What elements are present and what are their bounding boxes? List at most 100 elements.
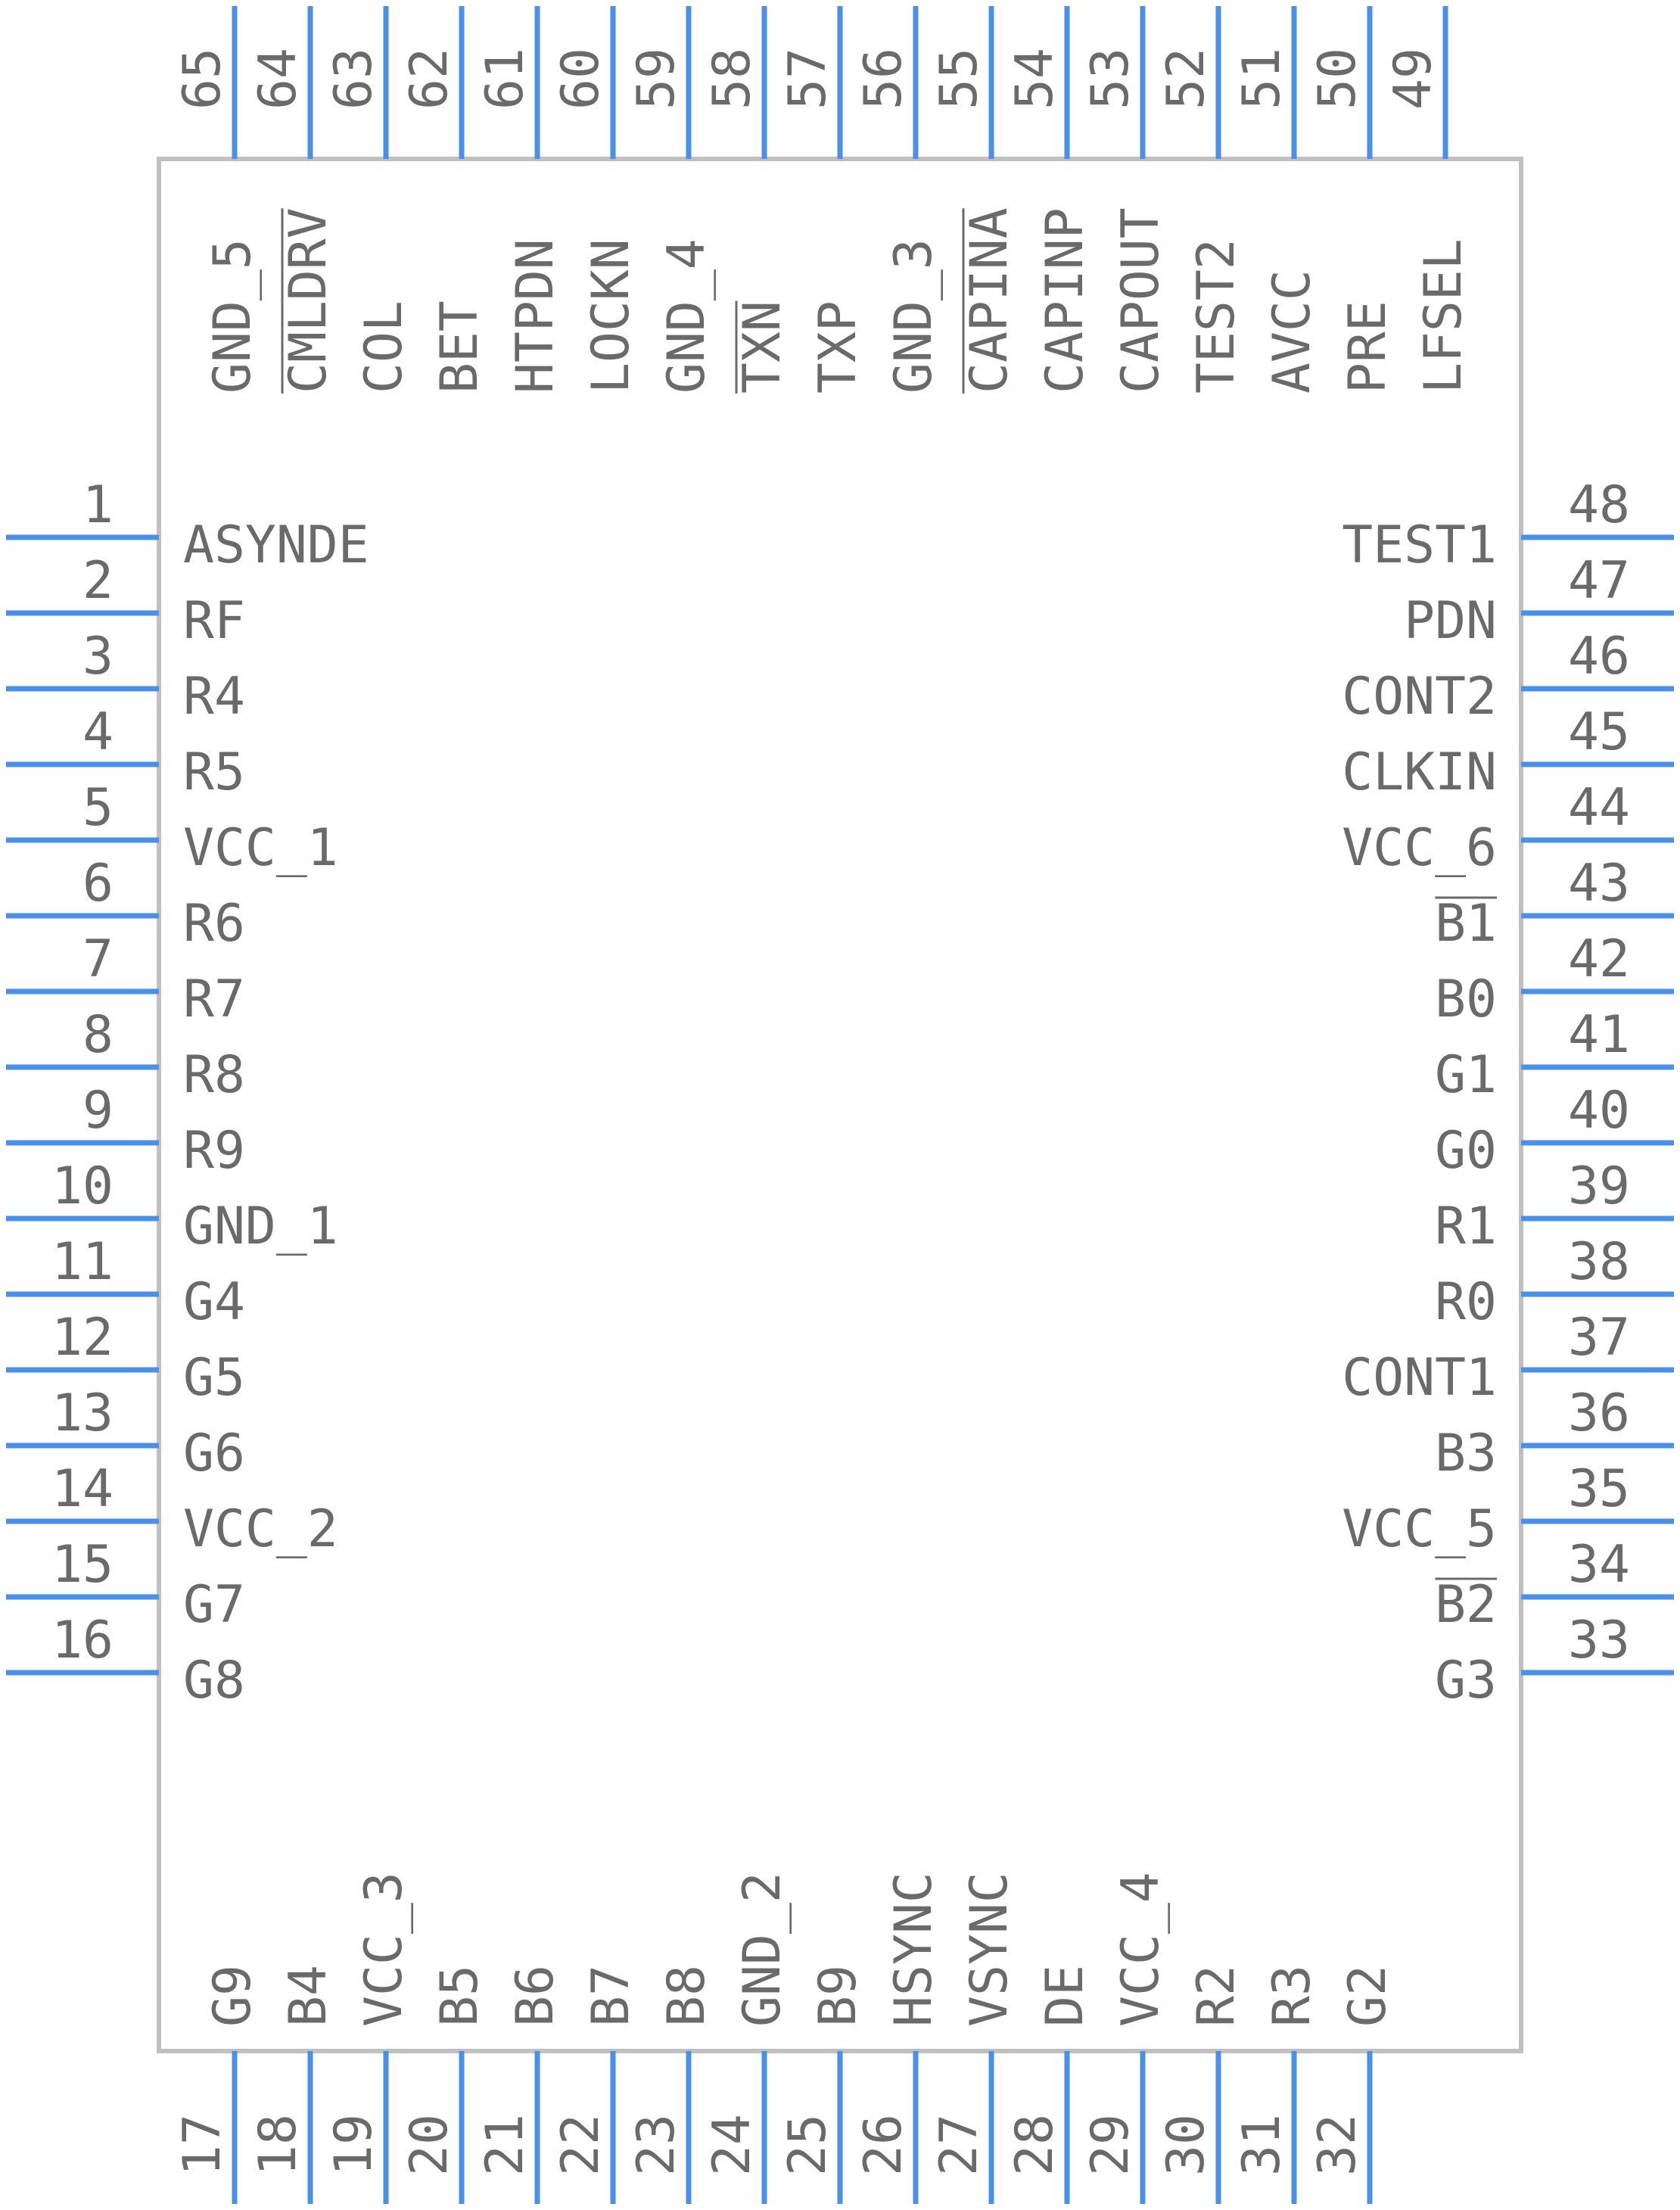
pin-number: 57 — [778, 48, 838, 110]
pin-name: CAPINA — [960, 207, 1019, 394]
pin-9: 9R9 — [6, 1081, 245, 1181]
pin-name: B7 — [581, 1965, 641, 2027]
pin-number: 3 — [82, 627, 114, 686]
pin-number: 34 — [1568, 1535, 1630, 1595]
pin-name: VCC_1 — [183, 818, 338, 878]
pin-19: 19 VCC_3 — [324, 1872, 414, 2204]
pin-name: AVCC — [1262, 269, 1322, 394]
pin-number: 8 — [82, 1005, 114, 1065]
pin-number: 27 — [929, 2114, 989, 2176]
pin-number: 64 — [248, 48, 308, 110]
pin-name: BET — [430, 300, 490, 394]
pin-name: CAPOUT — [1111, 207, 1171, 394]
pin-number: 51 — [1232, 48, 1292, 110]
pin-name: VCC_3 — [354, 1872, 414, 2027]
pin-4: 4R5 — [6, 702, 245, 802]
pin-number: 52 — [1156, 48, 1216, 110]
pin-number: 47 — [1568, 551, 1630, 611]
pin-number: 62 — [400, 48, 459, 110]
pin-number: 39 — [1568, 1156, 1630, 1216]
pin-name: TEST1 — [1342, 515, 1497, 575]
pin-name: TEST2 — [1187, 238, 1246, 394]
pin-name: R9 — [183, 1121, 245, 1181]
pin-number: 48 — [1568, 475, 1630, 535]
pin-name: TXP — [808, 300, 868, 394]
pin-number: 35 — [1568, 1459, 1630, 1519]
pin-name: R5 — [183, 742, 245, 802]
pin-number: 9 — [82, 1081, 114, 1141]
pin-number: 40 — [1568, 1081, 1630, 1141]
pin-6: 6R6 — [6, 854, 245, 954]
pin-number: 29 — [1081, 2114, 1140, 2176]
pin-name: VSYNC — [960, 1872, 1019, 2027]
pin-number: 12 — [51, 1308, 114, 1368]
pin-3: 3R4 — [6, 627, 245, 727]
pin-number: 15 — [51, 1535, 114, 1595]
pin-name: R3 — [1262, 1965, 1322, 2027]
pin-name: DE — [1035, 1965, 1095, 2027]
pin-name: GND_1 — [183, 1197, 338, 1256]
pin-name: PDN — [1404, 591, 1497, 651]
pin-number: 18 — [248, 2114, 308, 2176]
pin-name: HSYNC — [884, 1872, 944, 2027]
pin-number: 14 — [51, 1459, 114, 1519]
pin-number: 28 — [1005, 2114, 1065, 2176]
pin-name: G8 — [183, 1651, 245, 1710]
pin-number: 16 — [51, 1611, 114, 1670]
pin-name: CONT2 — [1342, 667, 1497, 727]
pin-number: 23 — [627, 2114, 686, 2176]
pin-name: R6 — [183, 894, 245, 954]
pin-number: 20 — [400, 2114, 459, 2176]
pin-number: 11 — [51, 1232, 114, 1292]
pin-number: 2 — [82, 551, 114, 611]
pin-number: 24 — [702, 2114, 762, 2176]
pin-name: VCC_6 — [1342, 818, 1497, 878]
pin-2: 2RF — [6, 551, 245, 651]
pin-number: 36 — [1568, 1384, 1630, 1443]
pin-number: 65 — [173, 48, 232, 110]
pin-name: R2 — [1187, 1965, 1246, 2027]
pin-number: 33 — [1568, 1611, 1630, 1670]
pin-number: 31 — [1232, 2114, 1292, 2176]
pin-name: RF — [183, 591, 245, 651]
pin-number: 19 — [324, 2114, 384, 2176]
pin-name: LOCKN — [581, 238, 641, 394]
pin-8: 8R8 — [6, 1005, 245, 1105]
pin-number: 4 — [82, 702, 114, 762]
pin-name: G3 — [1435, 1651, 1497, 1710]
pin-name: B6 — [506, 1965, 565, 2027]
pin-name: B9 — [808, 1965, 868, 2027]
pin-number: 60 — [551, 48, 611, 110]
